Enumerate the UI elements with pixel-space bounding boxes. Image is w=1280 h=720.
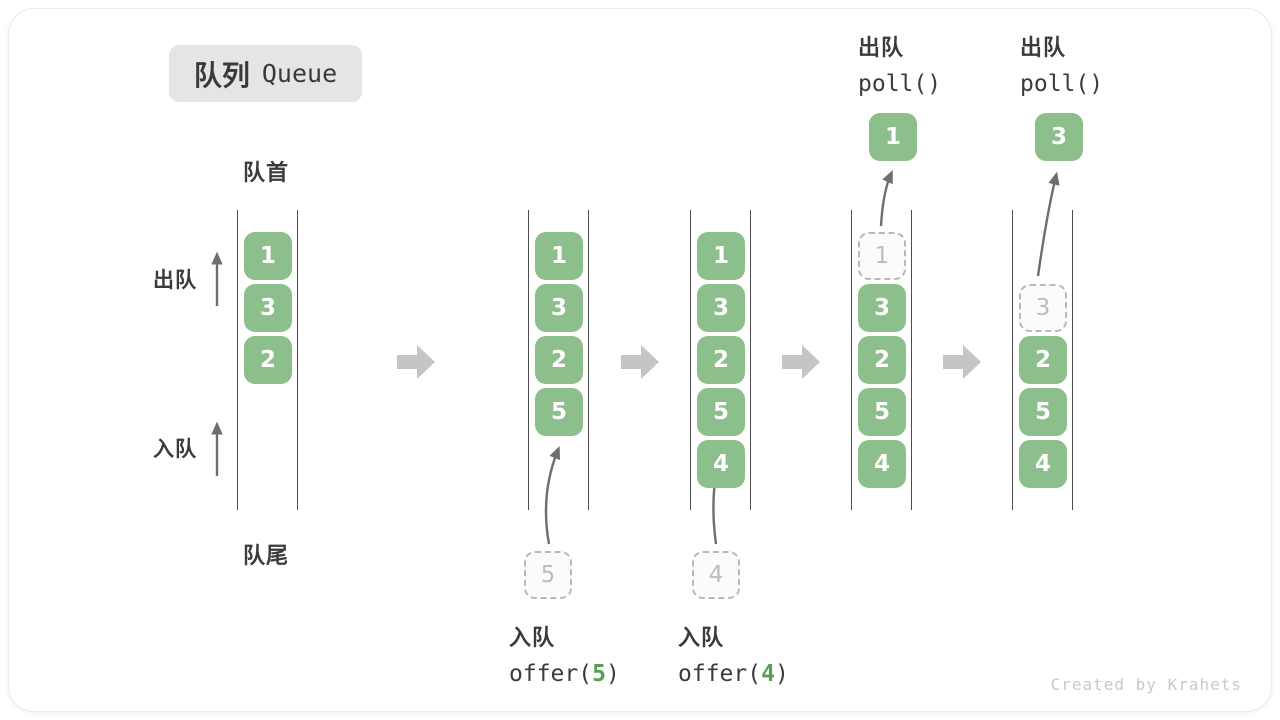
poll-label-zh-2: 出队 — [1020, 36, 1067, 61]
queue-item-box-state-3-v2: 2 — [697, 336, 745, 384]
queue-item-box-state-5-v2: 2 — [1019, 336, 1067, 384]
popped-value-box-3: 3 — [1035, 113, 1083, 161]
offer-code-post-1: ) — [605, 661, 620, 687]
queue-item-box-state-3-v4: 4 — [697, 440, 745, 488]
title-en: Queue — [261, 59, 338, 88]
offer-label-zh-1: 入队 — [509, 626, 556, 651]
label-queue-rear: 队尾 — [243, 544, 290, 569]
queue-item-box-state-4-v5: 5 — [858, 388, 906, 436]
queue-item-box-state-2-v2: 2 — [535, 336, 583, 384]
queue-item-box-state-5-v4: 4 — [1019, 440, 1067, 488]
title-zh: 队列 — [193, 58, 250, 92]
queue-slot-dashed-state-4: 1 — [858, 232, 906, 280]
queue-item-box-state-1-v2: 2 — [244, 336, 292, 384]
poll-code-1: poll() — [858, 71, 942, 97]
queue-item-box-state-4-v3: 3 — [858, 284, 906, 332]
offer-label-zh-2: 入队 — [678, 626, 725, 651]
label-enqueue: 入队 — [153, 437, 197, 461]
poll-code-2: poll() — [1020, 71, 1104, 97]
queue-item-box-state-5-v5: 5 — [1019, 388, 1067, 436]
poll-annotation-1: 出队 poll() — [858, 30, 941, 97]
queue-item-box-state-2-v3: 3 — [535, 284, 583, 332]
label-queue-front: 队首 — [243, 161, 290, 186]
offer-code-arg-2: 4 — [761, 661, 775, 687]
incoming-value-box-5: 5 — [524, 551, 572, 599]
offer-code-arg-1: 5 — [592, 661, 606, 687]
queue-state-3 — [690, 210, 751, 510]
poll-label-zh-1: 出队 — [858, 36, 905, 61]
offer-code-1: offer(5) — [509, 661, 620, 687]
queue-state-1 — [237, 210, 298, 510]
offer-code-2: offer(4) — [678, 661, 789, 687]
offer-code-pre-1: offer( — [509, 661, 593, 687]
poll-annotation-2: 出队 poll() — [1020, 30, 1103, 97]
queue-item-box-state-3-v3: 3 — [697, 284, 745, 332]
queue-item-box-state-2-v1: 1 — [535, 232, 583, 280]
diagram-card — [8, 8, 1272, 712]
label-dequeue: 出队 — [153, 268, 197, 292]
offer-annotation-2: 入队 offer(4) — [678, 620, 789, 687]
queue-item-box-state-3-v1: 1 — [697, 232, 745, 280]
offer-code-pre-2: offer( — [678, 661, 762, 687]
queue-item-box-state-2-v5: 5 — [535, 388, 583, 436]
queue-item-box-state-1-v3: 3 — [244, 284, 292, 332]
queue-item-box-state-4-v2: 2 — [858, 336, 906, 384]
queue-state-4 — [851, 210, 912, 510]
queue-slot-dashed-state-5: 3 — [1019, 284, 1067, 332]
title-badge: 队列 Queue — [169, 45, 362, 102]
queue-state-2 — [528, 210, 589, 510]
incoming-value-box-4: 4 — [692, 551, 740, 599]
popped-value-box-1: 1 — [869, 113, 917, 161]
queue-item-box-state-3-v5: 5 — [697, 388, 745, 436]
queue-item-box-state-1-v1: 1 — [244, 232, 292, 280]
watermark: Created by Krahets — [1050, 675, 1242, 694]
queue-state-5 — [1012, 210, 1073, 510]
offer-annotation-1: 入队 offer(5) — [509, 620, 620, 687]
offer-code-post-2: ) — [774, 661, 789, 687]
queue-item-box-state-4-v4: 4 — [858, 440, 906, 488]
